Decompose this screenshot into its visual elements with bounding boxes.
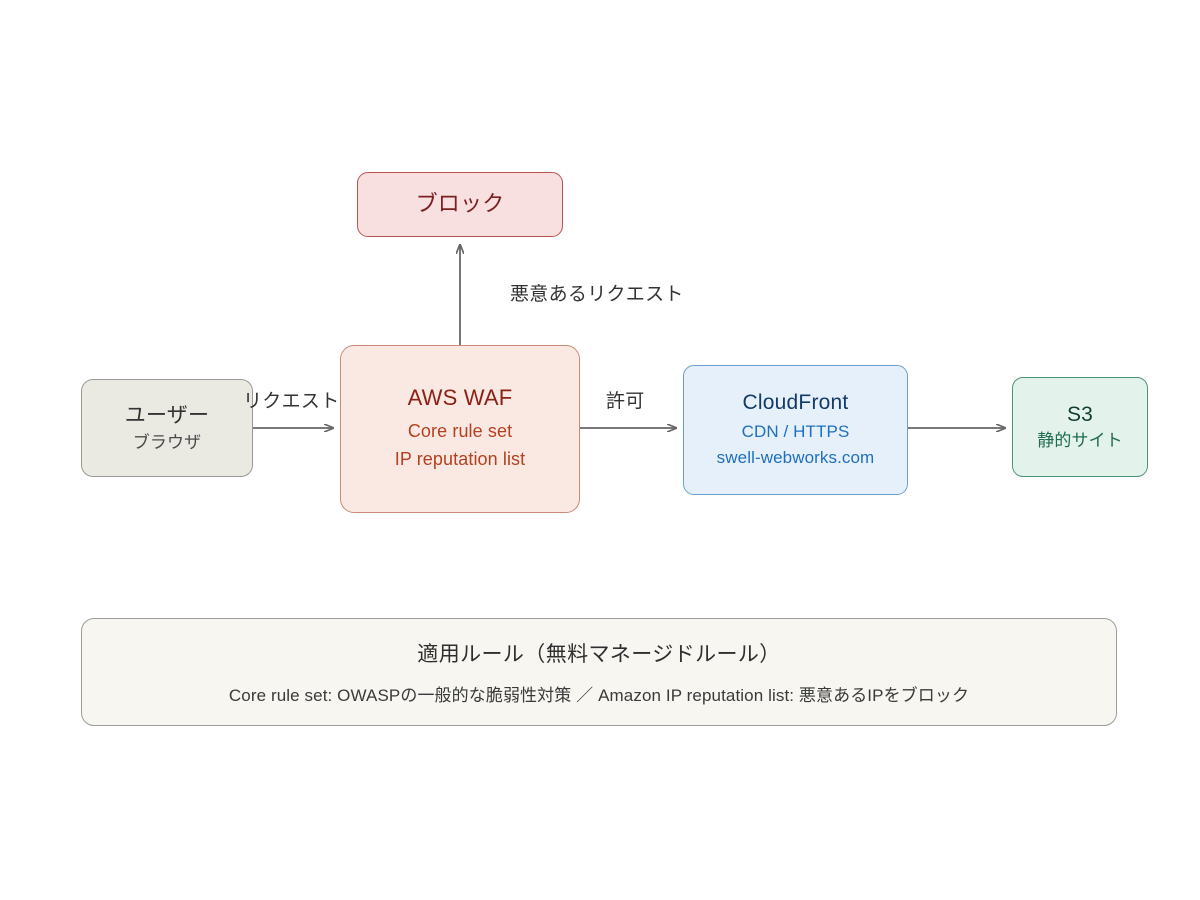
edge-label-request: リクエスト [243, 391, 340, 412]
legend-detail: Core rule set: OWASPの一般的な脆弱性対策 ／ Amazon … [228, 686, 970, 705]
node-user-subtitle: ブラウザ [132, 432, 202, 452]
node-aws-waf-rule-ip-reputation: IP reputation list [394, 449, 526, 470]
legend-title: 適用ルール（無料マネージドルール） [417, 643, 781, 666]
node-s3[interactable]: S3 静的サイト [1012, 377, 1148, 477]
node-aws-waf-title: AWS WAF [407, 385, 513, 411]
node-block[interactable]: ブロック [357, 172, 563, 237]
node-cloudfront-domain: swell-webworks.com [716, 447, 875, 467]
edge-label-malicious-request: 悪意あるリクエスト [510, 284, 684, 305]
node-cloudfront[interactable]: CloudFront CDN / HTTPS swell-webworks.co… [683, 365, 908, 495]
node-aws-waf-rule-core: Core rule set [407, 421, 513, 442]
node-aws-waf[interactable]: AWS WAF Core rule set IP reputation list [340, 345, 580, 513]
node-user-title: ユーザー [124, 403, 210, 427]
legend-box: 適用ルール（無料マネージドルール） Core rule set: OWASPの一… [81, 618, 1117, 726]
node-cloudfront-title: CloudFront [742, 390, 849, 414]
node-s3-title: S3 [1066, 403, 1094, 427]
node-s3-subtitle: 静的サイト [1037, 431, 1123, 451]
node-user[interactable]: ユーザー ブラウザ [81, 379, 253, 477]
node-block-title: ブロック [415, 191, 505, 217]
edge-label-allow: 許可 [606, 391, 645, 412]
node-cloudfront-subtitle-cdn: CDN / HTTPS [741, 422, 850, 442]
